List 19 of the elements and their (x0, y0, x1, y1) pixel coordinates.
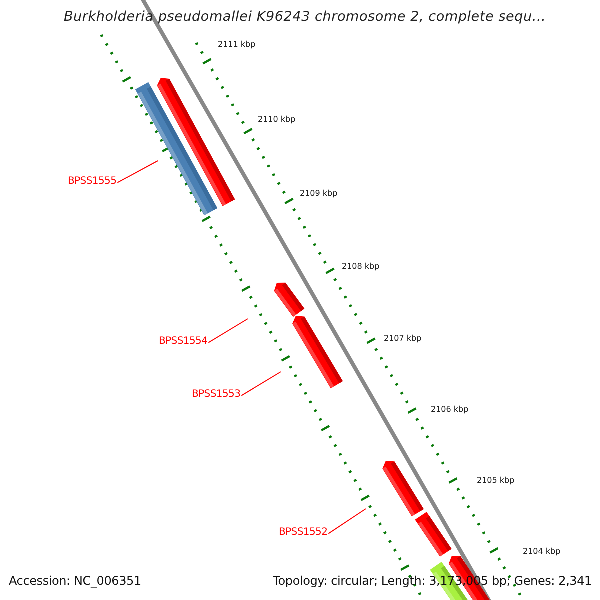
scale-label: 2107 kbp (384, 334, 422, 343)
gene-label: BPSS1555 (68, 176, 117, 187)
scale-label: 2105 kbp (477, 476, 515, 485)
scale-label: 2108 kbp (342, 262, 380, 271)
leader-line (208, 318, 248, 344)
gene-label: BPSS1554 (159, 336, 208, 347)
map-title: Burkholderia pseudomallei K96243 chromosome 2, complete sequ... (64, 9, 546, 25)
scale-label: 2104 kbp (523, 547, 561, 556)
accession-text: Accession: NC_006351 (9, 574, 142, 588)
scale-label: 2111 kbp (218, 40, 256, 49)
scale-label: 2109 kbp (300, 189, 338, 198)
leader-line (241, 372, 282, 396)
leader-line (117, 160, 158, 184)
scale-label: 2106 kbp (431, 405, 469, 414)
gene-label: BPSS1553 (192, 389, 241, 400)
scale-label: 2110 kbp (258, 115, 296, 124)
leader-line (328, 508, 366, 534)
summary-text: Topology: circular; Length: 3,173,005 bp; Genes: 2,341 (273, 574, 592, 588)
gene-label: BPSS1552 (279, 527, 328, 538)
